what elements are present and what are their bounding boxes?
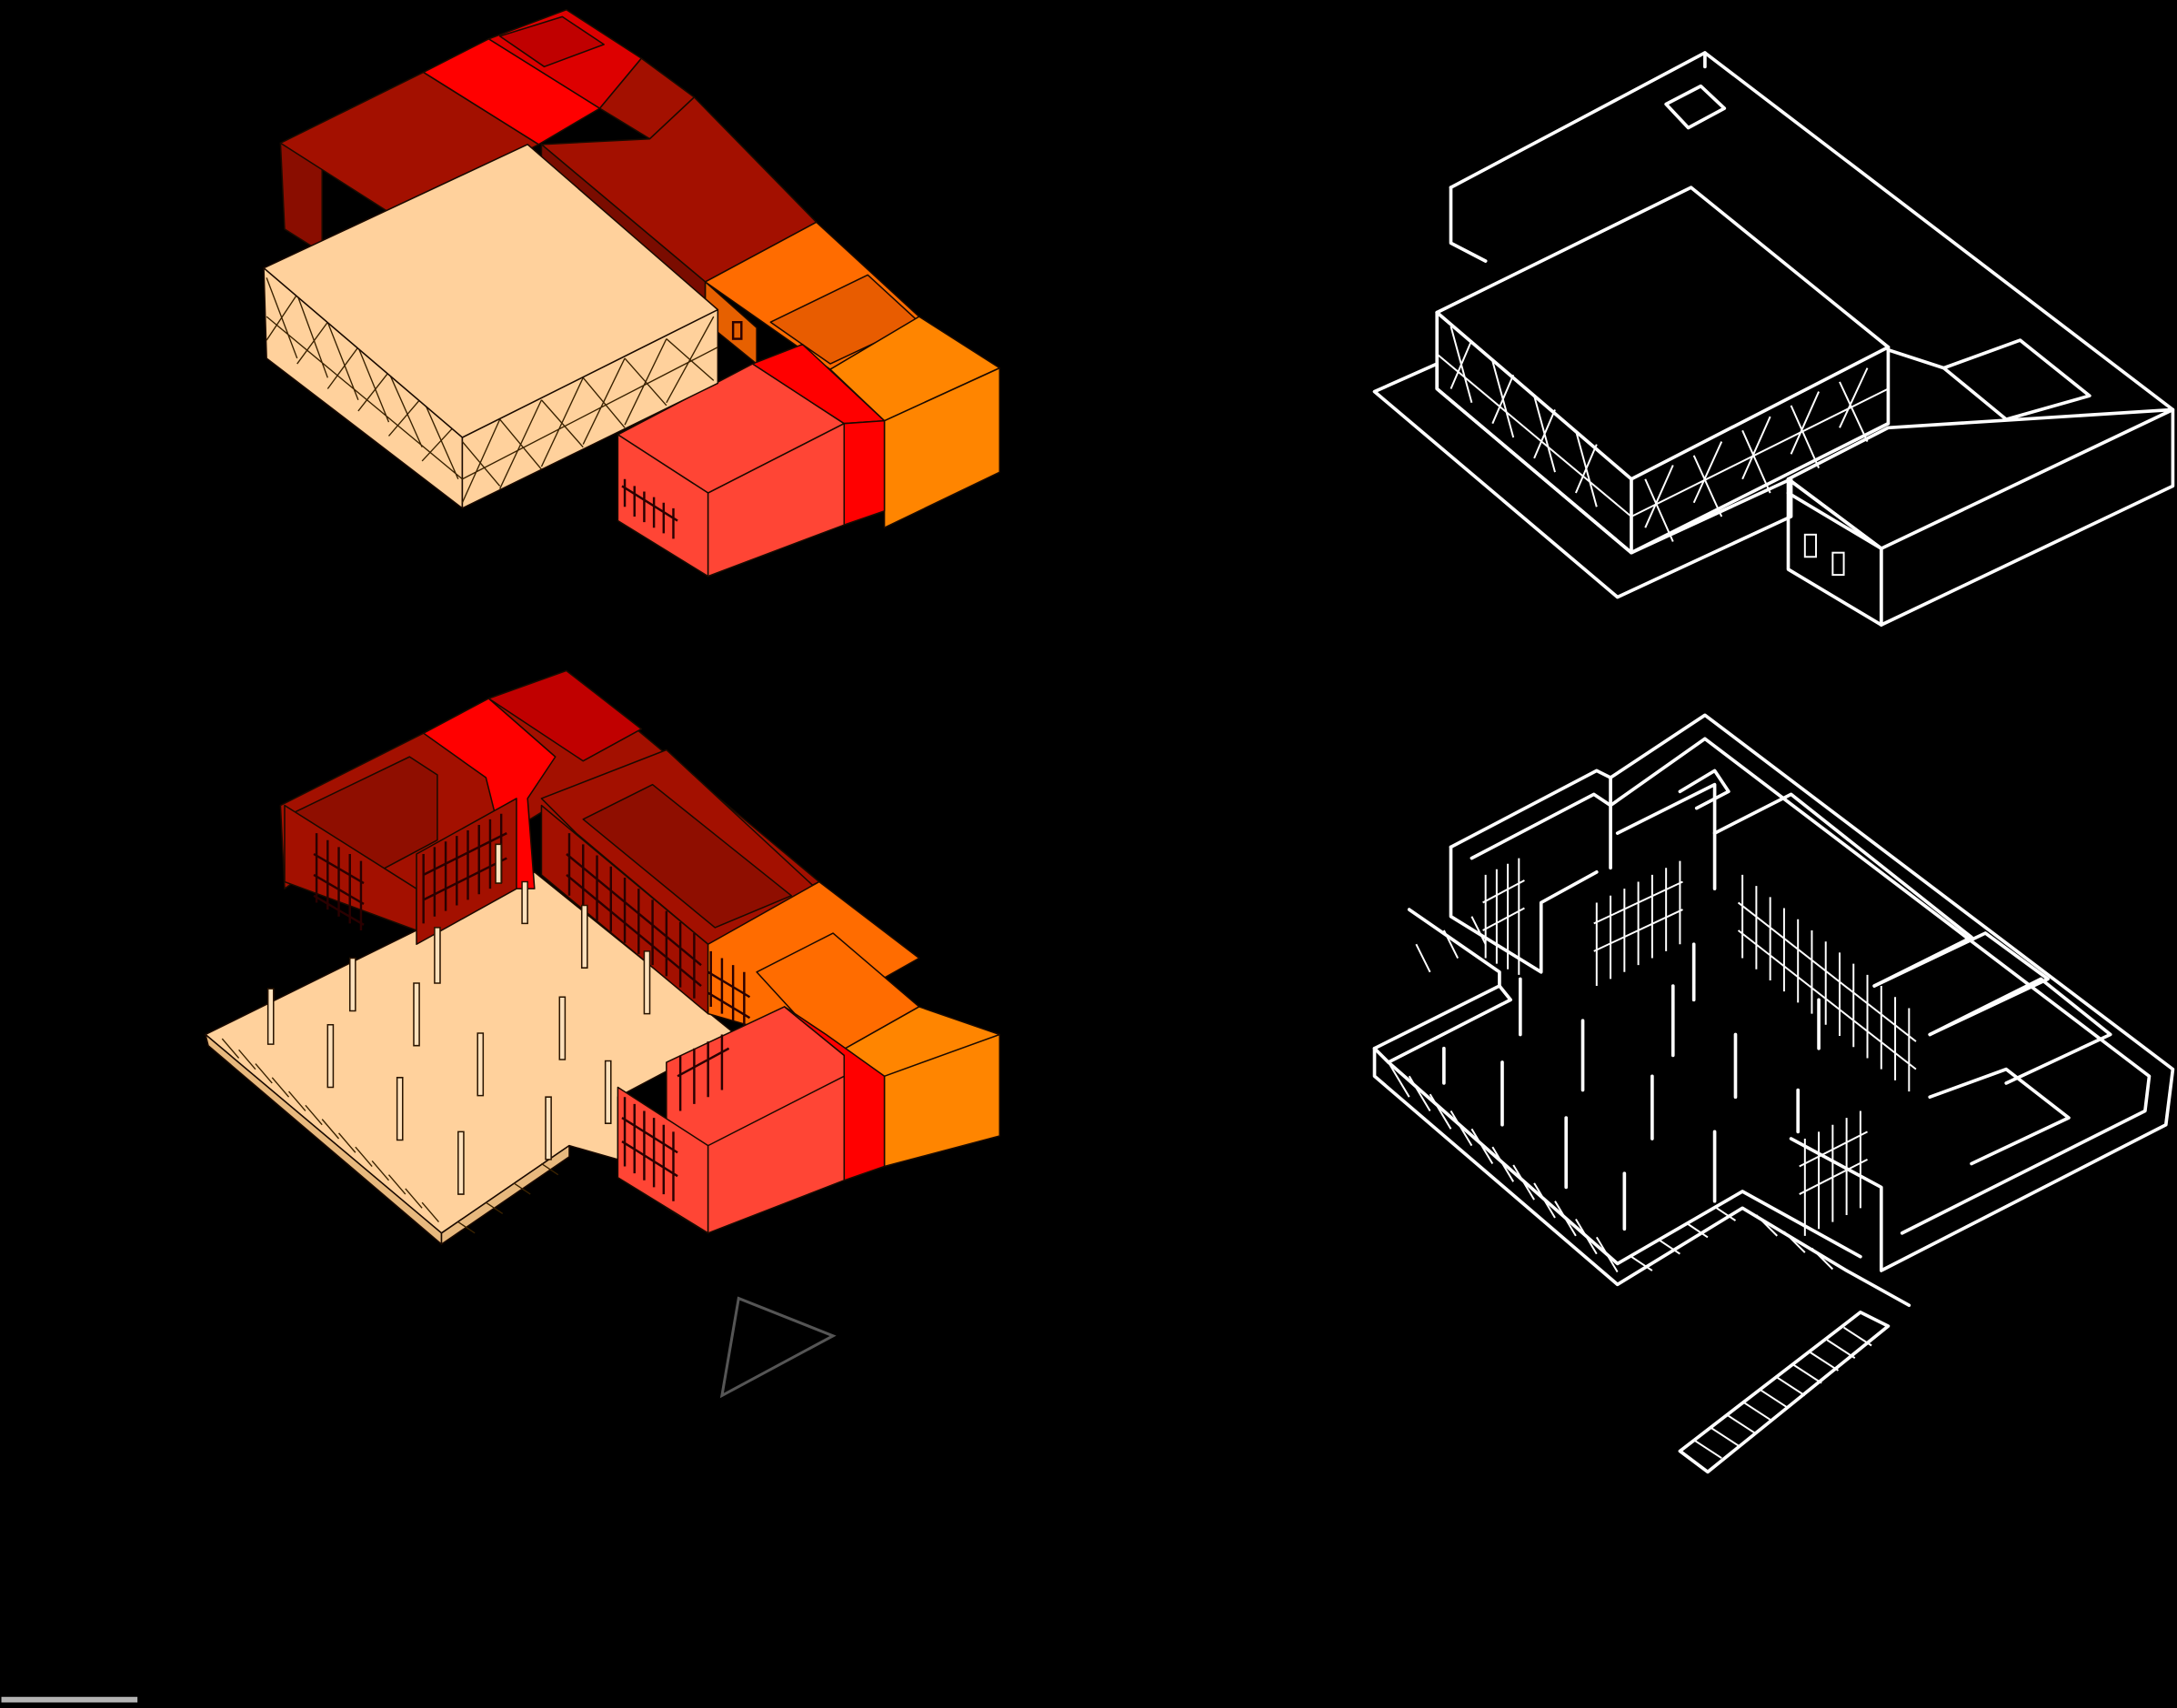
- room-walls: [1449, 845, 1599, 974]
- front-block-left-face: [1786, 477, 1883, 627]
- red-strip-room: [783, 1006, 886, 1181]
- upper-floor-line-axonometric: [1372, 51, 2175, 627]
- structural-columns: [266, 843, 651, 1195]
- floor-truss-pattern: [221, 1038, 559, 1234]
- red-circulation: [422, 698, 557, 889]
- small-court-void: [498, 15, 605, 68]
- coral-window-grid: [621, 1034, 730, 1201]
- window-grid-facade: [313, 813, 702, 999]
- truss-platform: [1372, 1046, 1911, 1308]
- lattice-pattern: [1436, 326, 1889, 542]
- window: [731, 321, 743, 340]
- inner-wall: [1470, 737, 2152, 1235]
- coral-front-face: [707, 1075, 846, 1234]
- floor-truss-edge-2: [440, 1144, 570, 1245]
- door: [1831, 551, 1845, 577]
- triangle-north-arrow-icon: [719, 1296, 837, 1399]
- door: [1803, 533, 1818, 558]
- orange-window-grid: [707, 950, 751, 1028]
- diagrid-structure: [266, 277, 718, 504]
- truss-platform-edge: [1372, 984, 1512, 1064]
- ground-floor-colored-axonometric: [205, 669, 1001, 1245]
- window-grid: [621, 478, 678, 539]
- ground-floor-line-axonometric: [1372, 713, 2175, 1474]
- roof-hatch: [1664, 84, 1727, 130]
- columns: [1442, 942, 1821, 1231]
- window-lattices: [1482, 858, 1917, 1236]
- outer-wall: [1449, 713, 2175, 1272]
- dark-red-front-wall-mid: [416, 798, 517, 946]
- truss-pattern: [1387, 909, 1834, 1273]
- tiny-credit-text: [1, 1696, 138, 1703]
- dark-red-room-floor-right: [582, 783, 793, 929]
- stair-stringer: [1678, 1311, 1891, 1474]
- courtyard-opening: [1941, 338, 2092, 421]
- stair-treads: [1693, 1326, 1872, 1459]
- back-wing-front: [1449, 186, 1488, 263]
- small-rooms: [487, 669, 643, 762]
- upper-floor-colored-axonometric: [263, 8, 1001, 578]
- red-strip-front: [843, 419, 886, 526]
- lattice-roof: [263, 144, 719, 438]
